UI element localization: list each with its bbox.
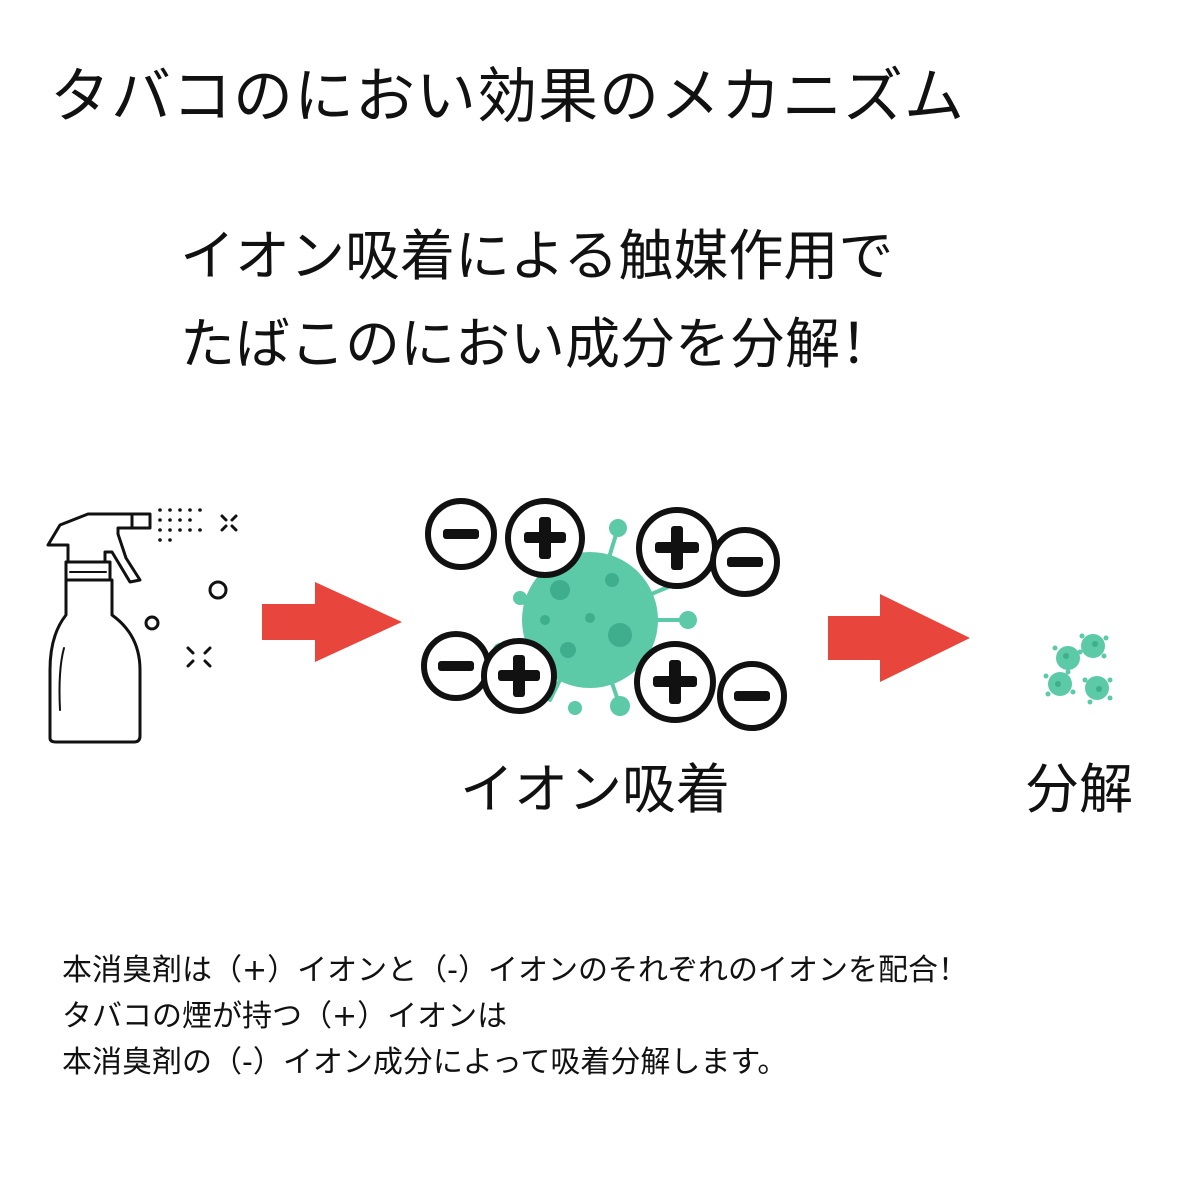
sparkle-decoration	[144, 514, 238, 668]
plus-ion-icon	[634, 641, 716, 723]
headline-line-2: たばこのにおい成分を分解！	[180, 312, 896, 376]
description-line-1: 本消臭剤は（+）イオンと（-）イオンのそれぞれのイオンを配合！	[62, 953, 968, 988]
decomposed-particles-icon	[1043, 633, 1113, 705]
minus-ion-icon	[421, 631, 491, 701]
headline-line-1: イオン吸着による触媒作用で	[180, 224, 894, 288]
ion-adsorption-label: イオン吸着	[460, 758, 730, 821]
arrow-right-icon	[828, 594, 970, 682]
spray-mist-icon	[158, 508, 202, 542]
minus-ion-icon	[425, 498, 497, 570]
minus-ion-icon	[717, 661, 787, 731]
decomposition-label: 分解	[1025, 758, 1133, 821]
mechanism-diagram	[0, 470, 1200, 830]
headline: イオン吸着による触媒作用で たばこのにおい成分を分解！	[180, 212, 895, 388]
plus-ion-icon	[505, 498, 585, 578]
minus-ion-icon	[710, 527, 780, 597]
description: 本消臭剤は（+）イオンと（-）イオンのそれぞれのイオンを配合！ タバコの煙が持つ…	[62, 948, 968, 1086]
arrow-right-icon	[262, 582, 402, 662]
description-line-2: タバコの煙が持つ（+）イオンは	[62, 999, 508, 1034]
spray-bottle-icon	[46, 512, 152, 744]
page-title: タバコのにおい効果のメカニズム	[50, 62, 965, 132]
description-line-3: 本消臭剤の（-）イオン成分によって吸着分解します。	[62, 1045, 788, 1080]
plus-ion-icon	[481, 638, 557, 714]
diagram-canvas	[46, 498, 1113, 744]
plus-ion-icon	[636, 507, 718, 589]
